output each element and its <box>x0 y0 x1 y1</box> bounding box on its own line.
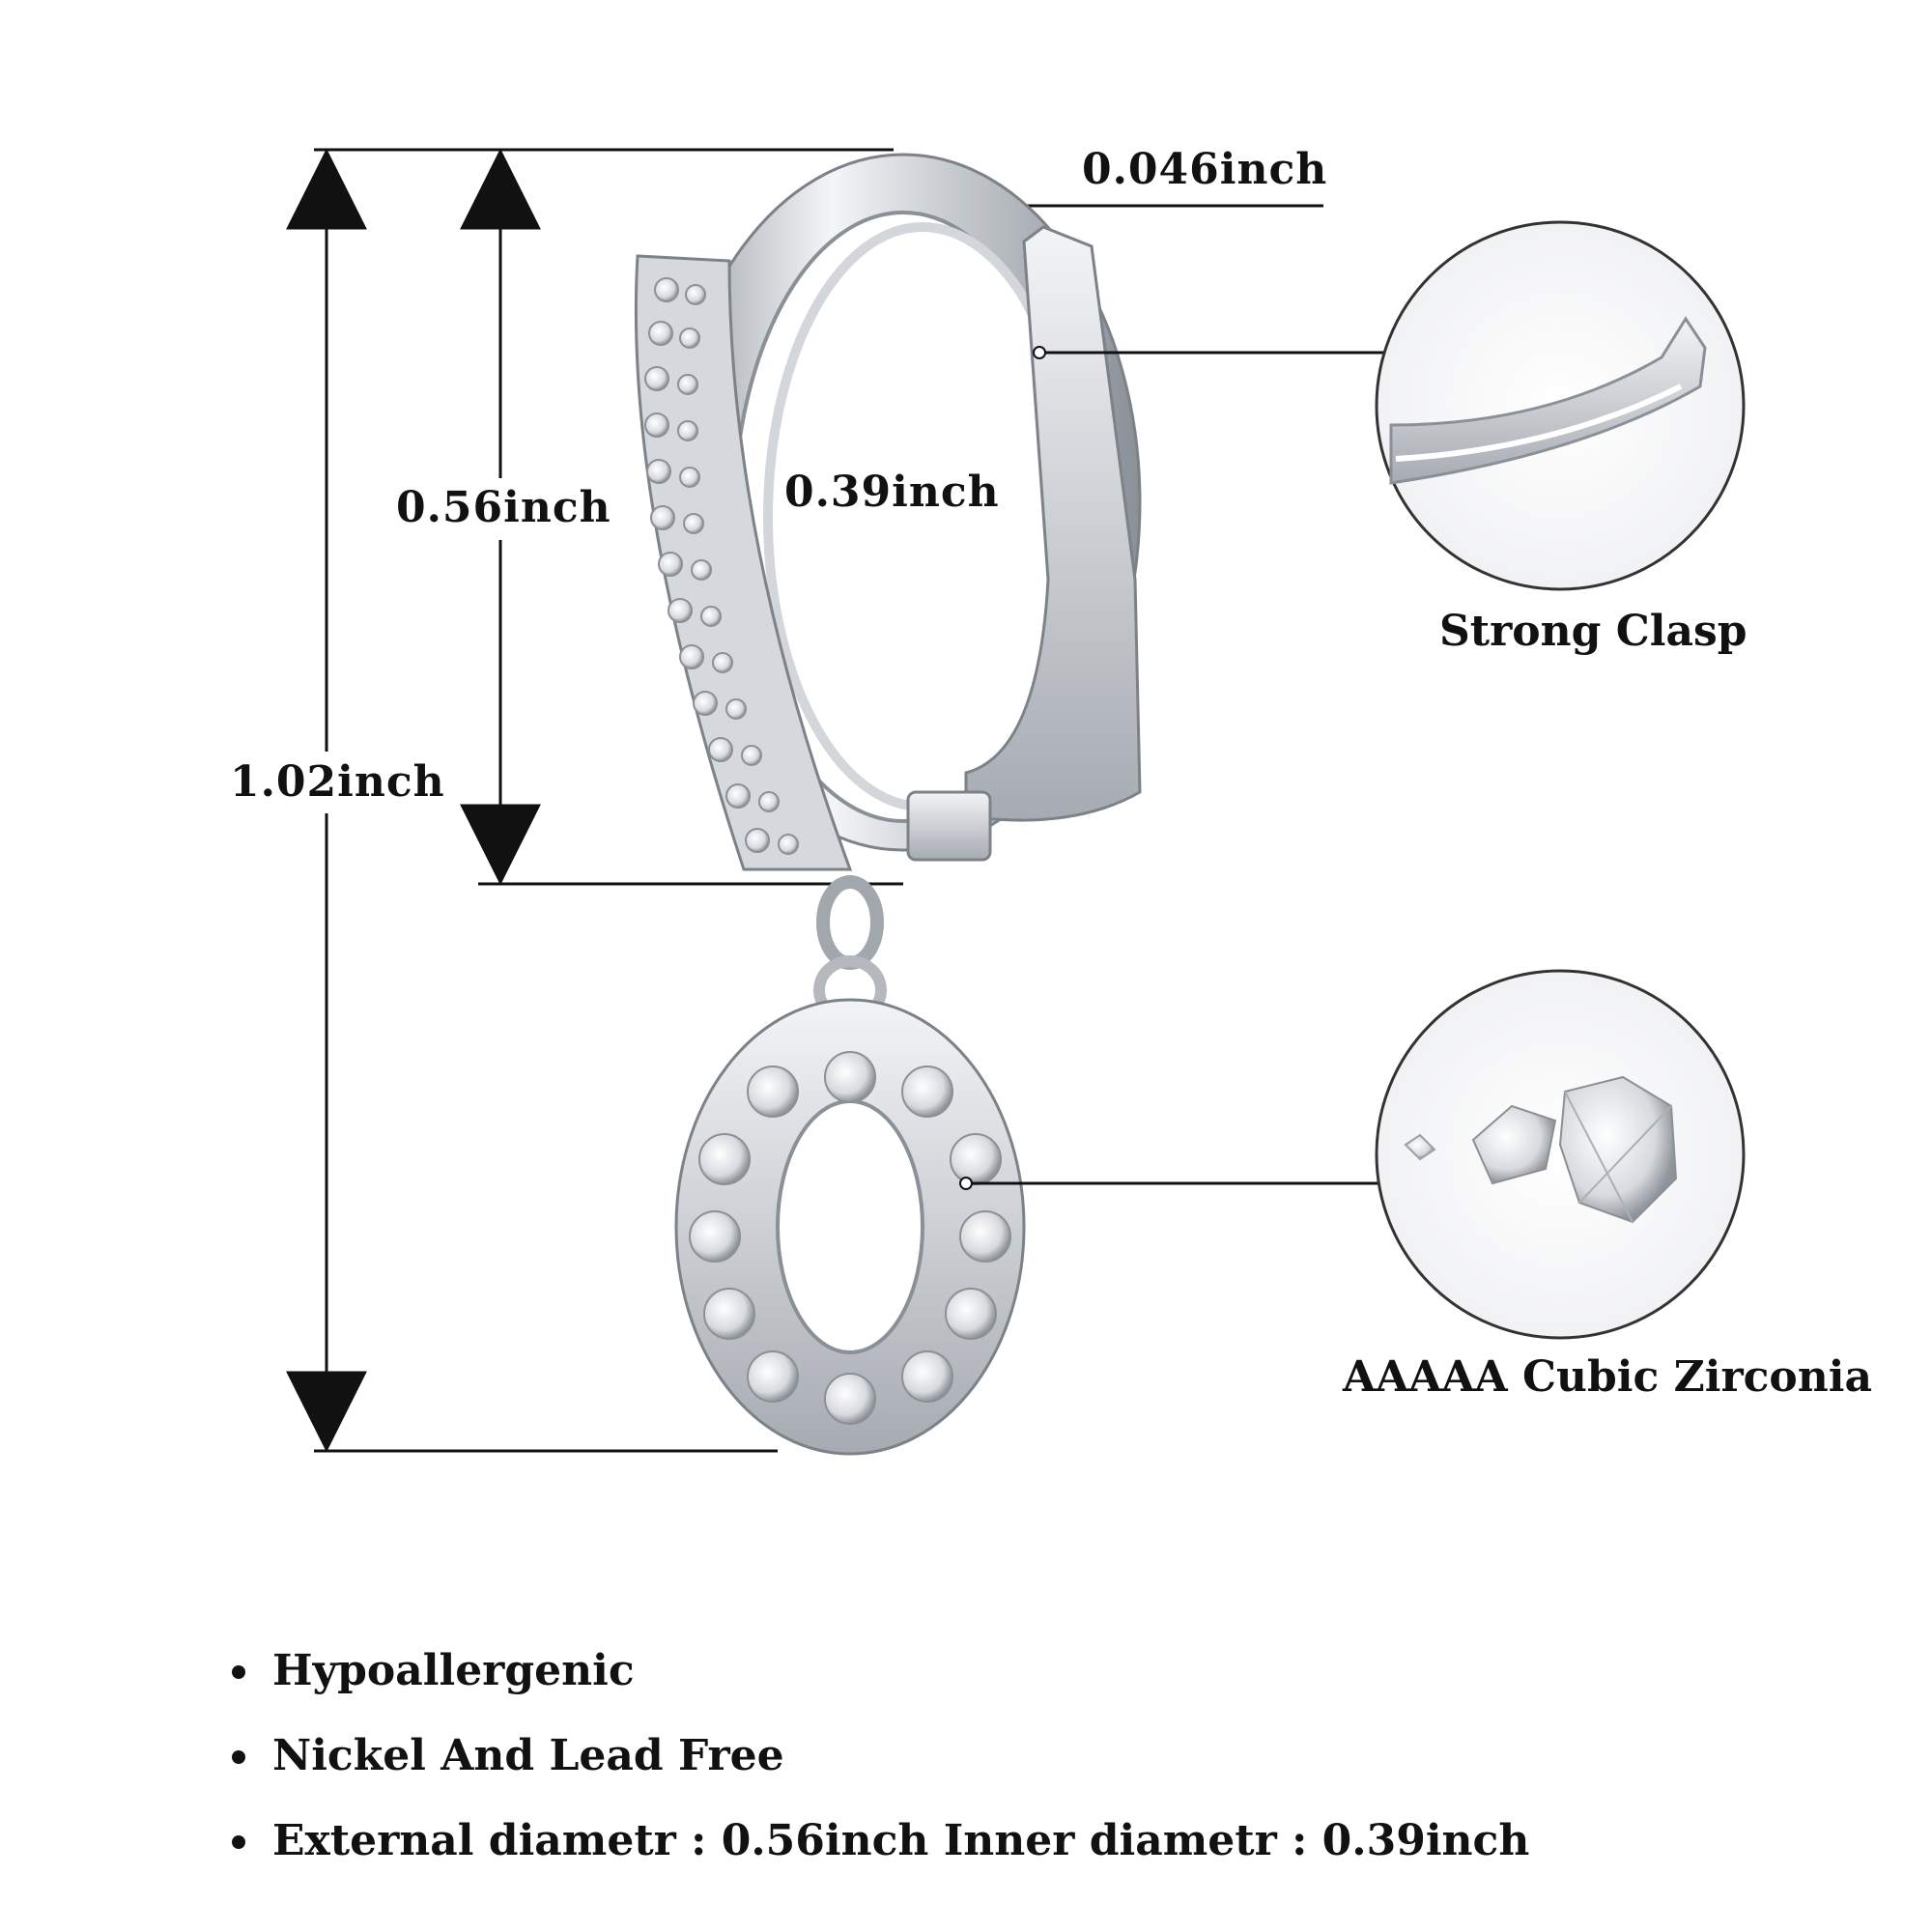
hoop-earring <box>634 153 1142 871</box>
feature-item-nickel-lead-free: Nickel And Lead Free <box>232 1727 1529 1812</box>
feature-list: Hypoallergenic Nickel And Lead Free Exte… <box>232 1642 1529 1897</box>
charm-stones <box>689 1051 1011 1425</box>
thickness-label: 0.046inch <box>1082 145 1328 194</box>
pave-stones <box>644 277 799 855</box>
clasp-detail-icon <box>1375 220 1746 591</box>
letter-charm <box>674 875 1026 1456</box>
outer-diameter-label: 0.56inch <box>396 483 611 532</box>
feature-item-diameters: External diametr : 0.56inch Inner diamet… <box>232 1812 1529 1897</box>
inner-diameter-label: 0.39inch <box>784 468 1000 517</box>
cubic-zirconia-label: AAAAA Cubic Zirconia <box>1343 1352 1872 1402</box>
cubic-zirconia-stones-icon <box>1375 969 1746 1340</box>
callout-lines <box>972 351 1383 1185</box>
strong-clasp-label: Strong Clasp <box>1439 607 1747 656</box>
total-height-label: 1.02inch <box>230 757 445 807</box>
feature-item-hypoallergenic: Hypoallergenic <box>232 1642 1529 1727</box>
